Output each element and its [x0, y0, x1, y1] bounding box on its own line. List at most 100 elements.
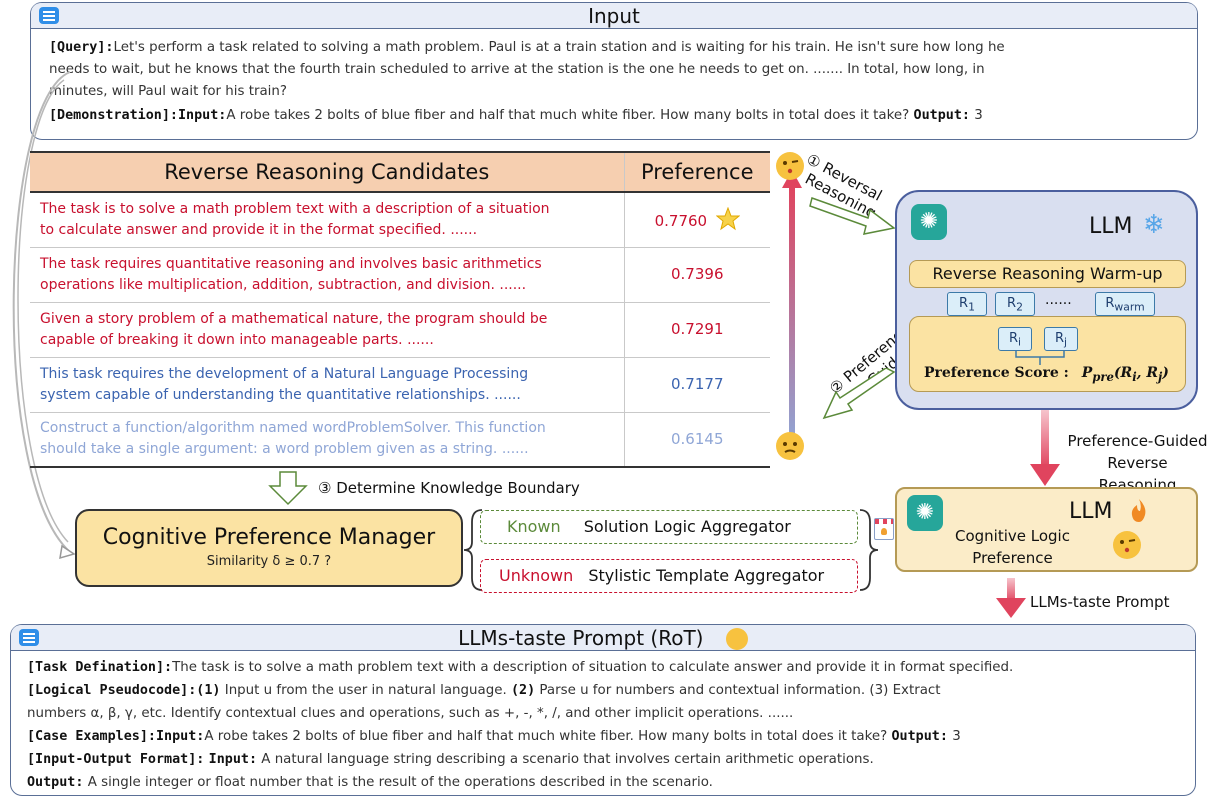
io-input-tag: Input:: [208, 752, 258, 767]
pgrr-line1: Preference-Guided: [1067, 432, 1208, 450]
step3-arrow: [268, 471, 308, 506]
demo-output-tag: Output:: [913, 108, 970, 123]
confused-face-icon: [776, 432, 804, 460]
kissing-smile-icon: [725, 628, 748, 650]
cog-manager-title: Cognitive Preference Manager: [102, 525, 436, 550]
llms-taste-label: LLMs-taste Prompt: [1030, 593, 1170, 611]
known-tag: Known: [507, 517, 561, 536]
r-dots: ......: [1045, 292, 1072, 308]
openai-logo-icon: ✺: [907, 495, 943, 531]
io-text: A natural language string describing a s…: [257, 752, 874, 767]
candidate-row: The task requires quantitative reasoning…: [30, 246, 770, 303]
hot-line1: Cognitive Logic: [955, 527, 1070, 545]
demo-output: 3: [974, 108, 983, 123]
candidate-line: The task requires quantitative reasoning…: [40, 255, 542, 272]
candidate-line: This task requires the development of a …: [40, 365, 529, 382]
candidate-score: 0.7177: [623, 356, 770, 413]
right-brace: [859, 509, 879, 591]
preference-header: Preference: [623, 151, 770, 193]
kissing-face-icon: [1113, 531, 1141, 559]
demo-text: A robe takes 2 bolts of blue fiber and h…: [226, 108, 910, 123]
candidate-line: The task is to solve a math problem text…: [40, 200, 550, 217]
cog-manager-subtitle: Similarity δ ≥ 0.7 ?: [206, 554, 332, 569]
candidate-text: Given a story problem of a mathematical …: [30, 301, 625, 358]
pair-bracket: [1015, 351, 1065, 365]
candidate-row: Given a story problem of a mathematical …: [30, 301, 770, 358]
query-line-3: minutes, will Paul wait for his train?: [49, 84, 287, 99]
candidates-header: Reverse Reasoning Candidates: [30, 151, 625, 193]
feedback-arrows: [12, 71, 76, 560]
candidates-header-row: Reverse Reasoning Candidates Preference: [30, 151, 770, 193]
candidate-line: operations like multiplication, addition…: [40, 276, 527, 293]
left-brace: [463, 509, 483, 591]
logic-text-2: Parse u for numbers and contextual infor…: [535, 683, 941, 698]
aggregator-store-icon: [874, 518, 894, 540]
cognitive-logic-label: Cognitive Logic Preference: [955, 525, 1070, 569]
demo-tag: [Demonstration]:: [49, 108, 178, 123]
r1-chip: R1: [947, 292, 987, 316]
candidate-text: Construct a function/algorithm named wor…: [30, 411, 625, 468]
preference-guide-arrow: [822, 368, 896, 420]
candidate-row: Construct a function/algorithm named wor…: [30, 411, 770, 468]
rwarm-chip: Rwarm: [1095, 292, 1155, 316]
fire-icon: [1131, 499, 1146, 522]
task-tag: [Task Defination]:: [27, 660, 173, 675]
unknown-label: Stylistic Template Aggregator: [588, 566, 825, 585]
list-icon: [19, 629, 39, 646]
ri-chip: Ri: [998, 327, 1032, 351]
candidate-line: system capable of understanding the quan…: [40, 386, 521, 403]
logic-tag: [Logical Pseudocode]:(1): [27, 683, 221, 698]
candidate-line: Given a story problem of a mathematical …: [40, 310, 548, 327]
candidate-line: to calculate answer and provide it in th…: [40, 221, 478, 238]
rot-panel: LLMs-taste Prompt (RoT) [Task Defination…: [10, 624, 1196, 796]
input-title-bar: Input: [31, 3, 1197, 29]
candidate-score: 0.7760: [623, 191, 770, 248]
logic-text-1: Input u from the user in natural languag…: [220, 683, 511, 698]
io-line: [Input-Output Format]: Input: A natural …: [27, 749, 874, 771]
logic-line-1: [Logical Pseudocode]:(1) Input u from th…: [27, 680, 941, 702]
openai-logo-icon: ✺: [911, 204, 947, 240]
list-icon: [39, 7, 59, 24]
candidate-line: should take a single argument: a word pr…: [40, 441, 529, 458]
known-label: Solution Logic Aggregator: [583, 517, 791, 536]
rot-title: LLMs-taste Prompt (RoT): [458, 626, 704, 650]
snowflake-icon: ❄: [1143, 210, 1165, 240]
task-text: The task is to solve a math problem text…: [172, 660, 1014, 675]
llm-hot-label: LLM: [1069, 499, 1113, 524]
candidate-line: Construct a function/algorithm named wor…: [40, 420, 546, 437]
warmup-box: Reverse Reasoning Warm-up: [909, 260, 1186, 288]
query-line-2: needs to wait, but he knows that the fou…: [49, 62, 985, 77]
preference-score-label: Preference Score : Ppre(Ri, Rj): [924, 365, 1169, 384]
step3-label: ③ Determine Knowledge Boundary: [318, 479, 580, 497]
r2-chip: R2: [995, 292, 1035, 316]
demonstration-line: [Demonstration]:Input:A robe takes 2 bol…: [49, 105, 983, 127]
unknown-aggregator: Unknown Stylistic Template Aggregator: [480, 559, 858, 593]
case-tag: [Case Examples]:: [27, 729, 156, 744]
logic-step2: (2): [510, 683, 536, 698]
logic-line-2: numbers α, β, γ, etc. Identify contextua…: [27, 706, 794, 721]
candidate-text: This task requires the development of a …: [30, 356, 625, 413]
kissing-face-icon: [776, 152, 804, 180]
case-line: [Case Examples]:Input:A robe takes 2 bol…: [27, 726, 961, 748]
task-def-line: [Task Defination]:The task is to solve a…: [27, 657, 1013, 679]
query-text-1: Let's perform a task related to solving …: [113, 40, 1005, 55]
case-input-tag: Input:: [156, 729, 205, 744]
candidate-text: The task is to solve a math problem text…: [30, 191, 625, 248]
candidate-row: The task is to solve a math problem text…: [30, 191, 770, 248]
io-tag: [Input-Output Format]:: [27, 752, 205, 767]
known-aggregator: Known Solution Logic Aggregator: [480, 510, 858, 544]
hot-line2: Preference: [972, 549, 1053, 567]
unknown-tag: Unknown: [499, 566, 574, 585]
preference-gradient-arrow: [782, 170, 802, 446]
query-line-1: [Query]:Let's perform a task related to …: [49, 37, 1005, 59]
star-icon: [715, 206, 741, 231]
demo-input-tag: Input:: [178, 108, 227, 123]
candidate-text: The task requires quantitative reasoning…: [30, 246, 625, 303]
case-output: 3: [952, 729, 961, 744]
reversal-arrow: [809, 197, 896, 235]
rot-title-bar: LLMs-taste Prompt (RoT): [11, 625, 1195, 651]
output-line: Output: A single integer or float number…: [27, 772, 713, 794]
candidate-score: 0.7291: [623, 301, 770, 358]
out-tag: Output:: [27, 775, 84, 790]
rj-chip: Rj: [1044, 327, 1078, 351]
